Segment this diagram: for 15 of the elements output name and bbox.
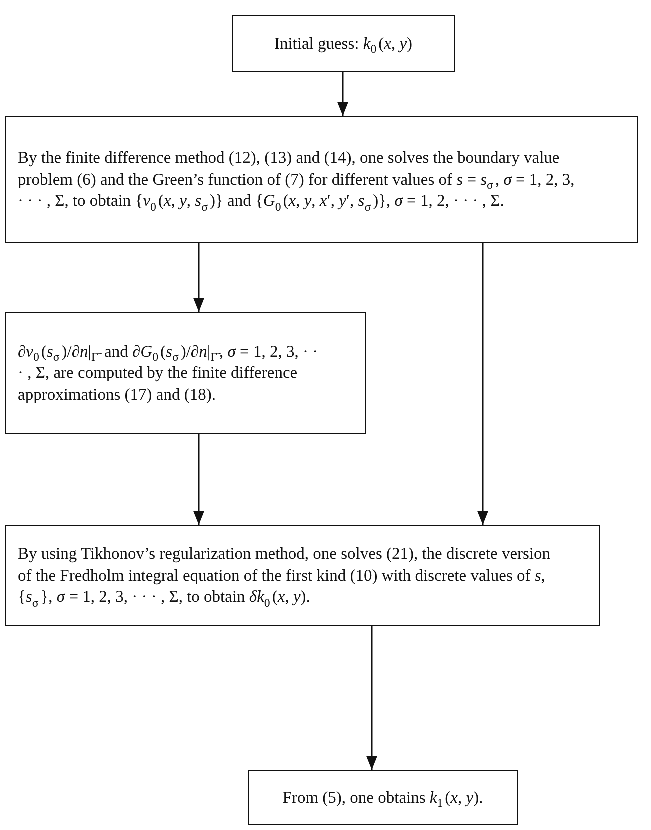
process-box (5, 116, 638, 243)
arrow (194, 243, 204, 312)
arrow (194, 434, 204, 525)
arrow (478, 243, 488, 525)
arrow (366, 626, 378, 770)
process-box (5, 525, 600, 626)
step-text: Initial guess: k$_{0}$(x, y) (274, 32, 413, 54)
arrow (338, 72, 348, 116)
process-box (5, 312, 366, 434)
step-text: From (5), one obtains k$_{1}$(x, y). (282, 786, 484, 808)
process-box (248, 770, 518, 825)
step-text: By the finite difference method (12), (13) and (14), one solves the boundary value problem (6) and the Green’s function of (7) for different values of s = s$_{σ}$, σ = 1, 2, 3, · · · , Σ, to obtain {v$_{0}$(x, y, s$_{σ}$)} and {G$_{0}$(x, y, x′, y′, s$_{σ}$)}, σ = 1, 2, · · · , Σ. (18, 147, 575, 212)
step-text: ∂v$_{0}$(s$_{σ}$)/∂n|$_{Γ̃}$ and ∂G$_{0}$(s$_{σ}$)/∂n|$_{Γ̃}$, σ = 1, 2, 3, · · · , Σ, are computed by the finite difference approximations (17) and (18). (18, 340, 320, 406)
process-box (232, 15, 455, 72)
step-text: By using Tikhonov’s regularization method, one solves (21), the discrete version of the Fredholm integral equation of the first kind (10) with discrete values of s, {s$_{σ}$}, σ = 1, 2, 3, · · · , Σ, to obtain δk$_{0}$(x, y). (18, 543, 552, 608)
